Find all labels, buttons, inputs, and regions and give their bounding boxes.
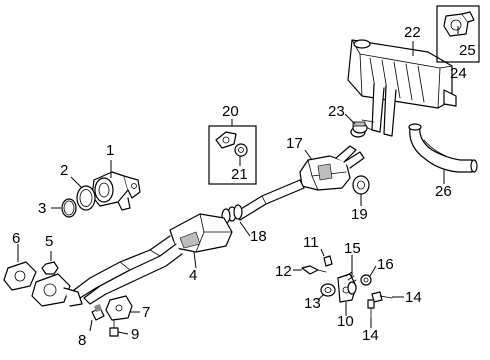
callout-22: 22 — [404, 24, 421, 41]
callout-17: 17 — [286, 135, 303, 152]
callout-21: 21 — [231, 166, 248, 183]
callout-9: 9 — [131, 326, 140, 343]
mounting-bracket-part — [91, 295, 133, 321]
hardware-cluster — [301, 255, 393, 319]
callout-18: 18 — [250, 228, 267, 245]
callout-6: 6 — [12, 230, 21, 247]
gasket-part — [76, 185, 96, 211]
rear-muffler-part — [347, 39, 457, 137]
center-muffler-part — [299, 145, 365, 191]
callout-25: 25 — [459, 42, 476, 59]
callout-14-right: 14 — [405, 289, 422, 306]
flex-joint-part — [91, 171, 141, 211]
callout-14-bottom: 14 — [362, 327, 379, 344]
callout-11: 11 — [303, 234, 319, 251]
rubber-hanger-part — [352, 175, 370, 195]
pipe-clamp-part — [350, 121, 368, 138]
callout-13: 13 — [304, 295, 321, 312]
muffler-hanger-kit — [436, 5, 480, 63]
callout-24: 24 — [450, 65, 467, 82]
callout-23: 23 — [328, 103, 345, 120]
seal-ring-part — [61, 198, 77, 218]
bolt-part — [109, 319, 119, 337]
tail-pipe-part — [408, 123, 478, 173]
callout-10: 10 — [337, 313, 354, 330]
leader-lines — [17, 26, 459, 335]
callout-15: 15 — [344, 240, 361, 257]
callout-20: 20 — [222, 103, 239, 120]
callout-8: 8 — [78, 332, 87, 349]
callout-26: 26 — [435, 183, 452, 200]
callout-19: 19 — [351, 206, 368, 223]
callout-2: 2 — [60, 162, 69, 179]
intermediate-pipe-part — [221, 179, 305, 224]
front-pipe-assembly — [73, 213, 233, 305]
callout-3: 3 — [38, 200, 47, 217]
callout-5: 5 — [45, 233, 54, 250]
exhaust-flange-part — [3, 261, 83, 307]
callout-7: 7 — [142, 304, 151, 321]
nut-part — [41, 261, 59, 275]
callout-1: 1 — [106, 142, 115, 159]
callout-16: 16 — [377, 256, 394, 273]
callout-4: 4 — [189, 267, 198, 284]
callout-12: 12 — [275, 263, 292, 280]
